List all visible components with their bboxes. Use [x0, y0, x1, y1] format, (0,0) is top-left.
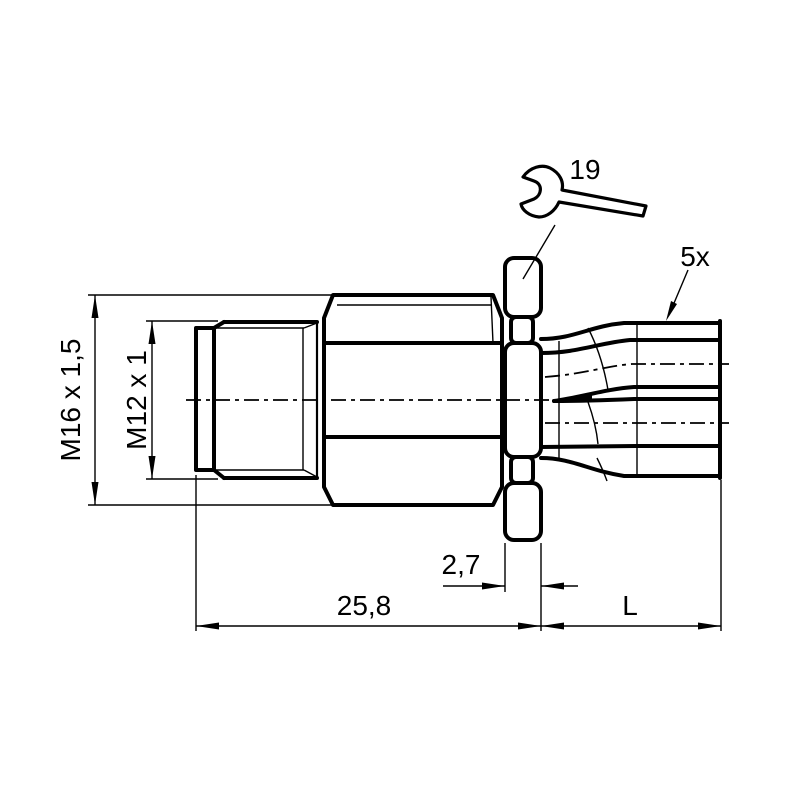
flange-facet-bottom	[503, 481, 543, 542]
wire-count-label: 5x	[680, 241, 710, 272]
m16-arrow-bottom	[91, 482, 99, 505]
wire-crossover-wedge	[552, 394, 592, 401]
body-arrow-right	[518, 622, 541, 630]
flange-facet-top	[503, 256, 543, 319]
body-length-label: 25,8	[337, 590, 392, 621]
upper-wire-centerline	[544, 363, 729, 378]
wrench-leader-line	[522, 224, 556, 280]
flange-arrow-left	[482, 582, 505, 590]
flange-arrow-right	[541, 582, 564, 590]
m12-arrow-bottom	[148, 456, 156, 479]
m12-label: M12 x 1	[121, 350, 152, 450]
dimension-m12: M12 x 1	[121, 320, 218, 480]
wire-count-callout: 5x	[666, 241, 710, 321]
cable-arrow-left	[541, 622, 564, 630]
wire-lower-bottom-edge	[539, 444, 722, 449]
open-end-wrench-icon	[519, 164, 648, 219]
cable-bundle	[539, 319, 722, 482]
hex-corner-edge	[490, 296, 494, 344]
wire-upper-top-edge	[539, 338, 722, 355]
wire-count-leader-arrowhead	[666, 301, 677, 321]
thread-chamfer-bottom	[212, 468, 226, 480]
wire-back-bottom-edge	[539, 456, 722, 478]
flange-waist-lower	[509, 455, 535, 485]
wrench-size-label: 19	[569, 154, 600, 185]
dimension-flange-width: 2,7	[442, 543, 578, 631]
wire-break-arc-bottom	[596, 457, 608, 482]
wire-break-arc-middle	[587, 401, 599, 445]
m16-label: M16 x 1,5	[55, 339, 86, 462]
hex-body-outline	[322, 293, 504, 507]
hex-flange	[503, 256, 543, 542]
part-view	[194, 256, 722, 542]
cable-arrow-right	[698, 622, 721, 630]
wire-break-arc-top	[587, 327, 609, 391]
centerlines	[186, 363, 729, 424]
thread-end-cap	[194, 326, 216, 472]
dimension-m16: M16 x 1,5	[55, 294, 333, 506]
flange-width-label: 2,7	[442, 549, 481, 580]
wire-back-top-edge	[539, 321, 722, 341]
thread-runout-top	[303, 322, 318, 329]
m16-arrow-top	[91, 295, 99, 318]
dimension-cable-length: L	[541, 480, 722, 631]
flange-waist-upper	[509, 315, 535, 345]
cable-length-label: L	[622, 590, 638, 621]
dimension-body-length: 25,8	[195, 475, 541, 631]
hex-body	[322, 293, 504, 507]
m12-arrow-top	[148, 321, 156, 344]
thread-runout-bottom	[303, 469, 318, 478]
thread-section	[194, 320, 319, 480]
body-arrow-left	[196, 622, 219, 630]
wrench-callout: 19	[519, 154, 648, 280]
